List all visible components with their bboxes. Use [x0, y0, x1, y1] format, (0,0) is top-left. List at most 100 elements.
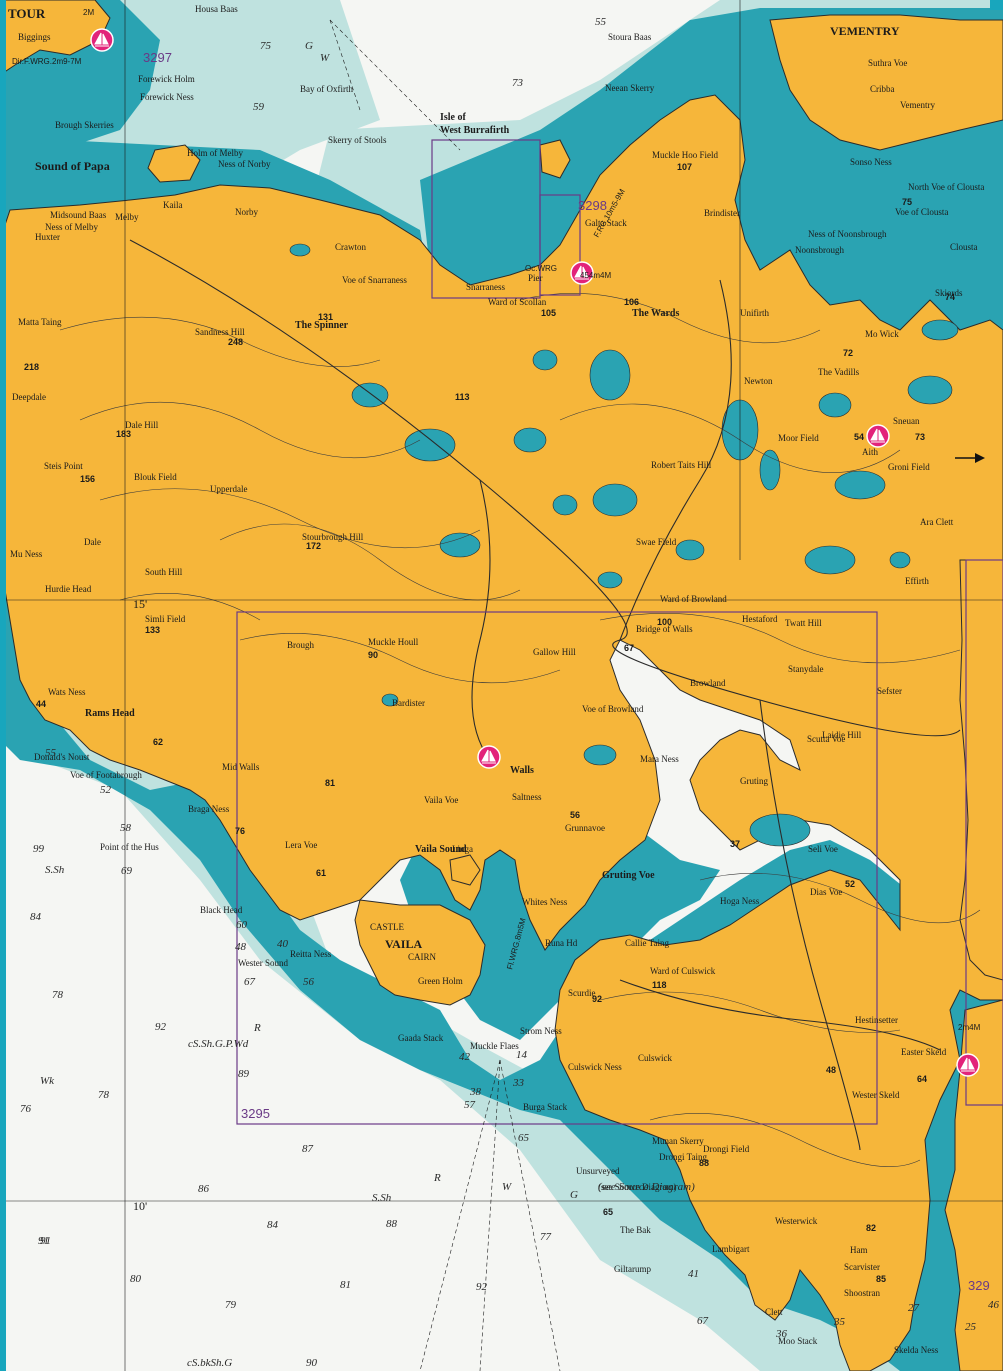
place-name: Vaila Sound: [415, 844, 467, 855]
place-name: Effirth: [905, 576, 929, 586]
place-name: Point of the Hus: [100, 842, 159, 852]
place-name: Mo Wick: [865, 329, 899, 339]
place-name: Walls: [510, 765, 534, 776]
chart-number: 3298: [578, 198, 607, 213]
place-name: The Vadills: [818, 367, 860, 377]
place-name: Grunnavoe: [565, 823, 605, 833]
place-name: Swae Field: [636, 537, 677, 547]
marina-sailboat-icon: [956, 1053, 980, 1077]
place-name: Browland: [690, 678, 726, 688]
light-characteristic: Dir.F.WRG.2m9-7M: [12, 57, 82, 66]
hill-height: 64: [917, 1074, 927, 1084]
seabed-code: Wk: [40, 1075, 55, 1087]
hill-height: 107: [677, 162, 692, 172]
place-name: Norby: [235, 207, 258, 217]
depth-sounding: 78: [98, 1089, 110, 1101]
panel-3299: [965, 559, 1003, 1106]
light-characteristic: 2m4M: [958, 1023, 981, 1032]
place-name: Linga: [452, 844, 473, 854]
place-name: Hestinsetter: [855, 1015, 898, 1025]
depth-sounding: 84: [30, 911, 42, 923]
place-name: Skerry of Stools: [328, 135, 387, 145]
place-name: Robert Taits Hill: [651, 460, 712, 470]
hill-height: 44: [36, 699, 46, 709]
seabed-code: (see Source Diagram): [598, 1181, 695, 1193]
place-name: Voe of Clousta: [895, 207, 948, 217]
place-name: North Voe of Clousta: [908, 182, 984, 192]
depth-sounding: 81: [340, 1279, 351, 1291]
place-name: Reitta Ness: [290, 949, 332, 959]
depth-sounding: 65: [518, 1132, 530, 1144]
place-name: Muckle Hoo Field: [652, 150, 718, 160]
place-name: Moo Stack: [778, 1336, 818, 1346]
depth-sounding: 48: [235, 941, 247, 953]
hill-height: 37: [730, 839, 740, 849]
place-name: Culswick: [638, 1053, 673, 1063]
land-linga: [449, 854, 481, 886]
place-name: Brough: [287, 640, 315, 650]
place-name: Mara Ness: [640, 754, 679, 764]
depth-sounding: 55: [595, 16, 607, 28]
depth-sounding: 42: [459, 1051, 471, 1063]
place-name: Mid Walls: [222, 762, 260, 772]
place-name: Skiords: [935, 288, 963, 298]
place-name: Westerwick: [775, 1216, 818, 1226]
chart-number: 329: [968, 1278, 990, 1293]
place-name: Dale: [84, 537, 101, 547]
place-name: Snarraness: [466, 282, 505, 292]
place-name: Forewick Ness: [140, 92, 194, 102]
hill-height: 67: [624, 643, 634, 653]
seabed-code: R: [433, 1172, 441, 1184]
place-name: Holm of Melby: [187, 148, 243, 158]
depth-sounding: 69: [121, 865, 133, 877]
place-name: Cribba: [870, 84, 895, 94]
depth-sounding: 77: [540, 1231, 552, 1243]
place-name: Skelda Ness: [894, 1345, 939, 1355]
page-edge-left: [0, 0, 6, 1371]
depth-sounding: 14: [516, 1049, 528, 1061]
place-name: Biggings: [18, 32, 51, 42]
place-name: Voe of Footabrough: [70, 770, 142, 780]
place-name: Twatt Hill: [785, 618, 822, 628]
depth-sounding: 73: [512, 77, 524, 89]
depth-sounding: 91: [38, 1235, 49, 1247]
contour-lines: [59, 293, 981, 1167]
depth-sounding: 99: [33, 843, 45, 855]
seabed-code: cS.Sh.G.P.Wd: [188, 1038, 249, 1050]
place-name: Forewick Holm: [138, 74, 195, 84]
hill-height: 218: [24, 362, 39, 372]
hill-height: 90: [368, 650, 378, 660]
place-name: CASTLE: [370, 922, 405, 932]
place-name: Drongi Field: [703, 1144, 750, 1154]
place-name: Burga Stack: [523, 1102, 568, 1112]
place-name: Unsurveyed: [576, 1166, 620, 1176]
place-name: Hurdie Head: [45, 584, 92, 594]
place-name: Sneuan: [893, 416, 920, 426]
place-name: Scurdie: [568, 988, 596, 998]
place-name: Gaada Stack: [398, 1033, 444, 1043]
depth-sounding: 40: [277, 938, 289, 950]
place-name: Hestaford: [742, 614, 778, 624]
place-name: Clett: [765, 1307, 783, 1317]
place-name: Rams Head: [85, 708, 135, 719]
marina-sailboat-icon: [477, 745, 501, 769]
chart-number: 3297: [143, 50, 172, 65]
place-name: Kaila: [163, 200, 183, 210]
place-name: Blouk Field: [134, 472, 177, 482]
hill-height: 183: [116, 429, 131, 439]
place-name: Ness of Melby: [45, 222, 98, 232]
light-characteristic: 454m4M: [580, 271, 611, 280]
place-name: Ham: [850, 1245, 868, 1255]
chart-panels: [236, 139, 1003, 1125]
place-name: Voe of Snarraness: [342, 275, 407, 285]
place-name: Clousta: [950, 242, 978, 252]
light-characteristic: Oc.WRG: [525, 264, 557, 273]
latitude-label: 15': [133, 597, 147, 611]
hill-height: 72: [843, 348, 853, 358]
place-name: Brindister: [704, 208, 740, 218]
place-name: Steis Point: [44, 461, 83, 471]
place-name: Muckle Houll: [368, 637, 419, 647]
place-name: Simli Field: [145, 614, 186, 624]
